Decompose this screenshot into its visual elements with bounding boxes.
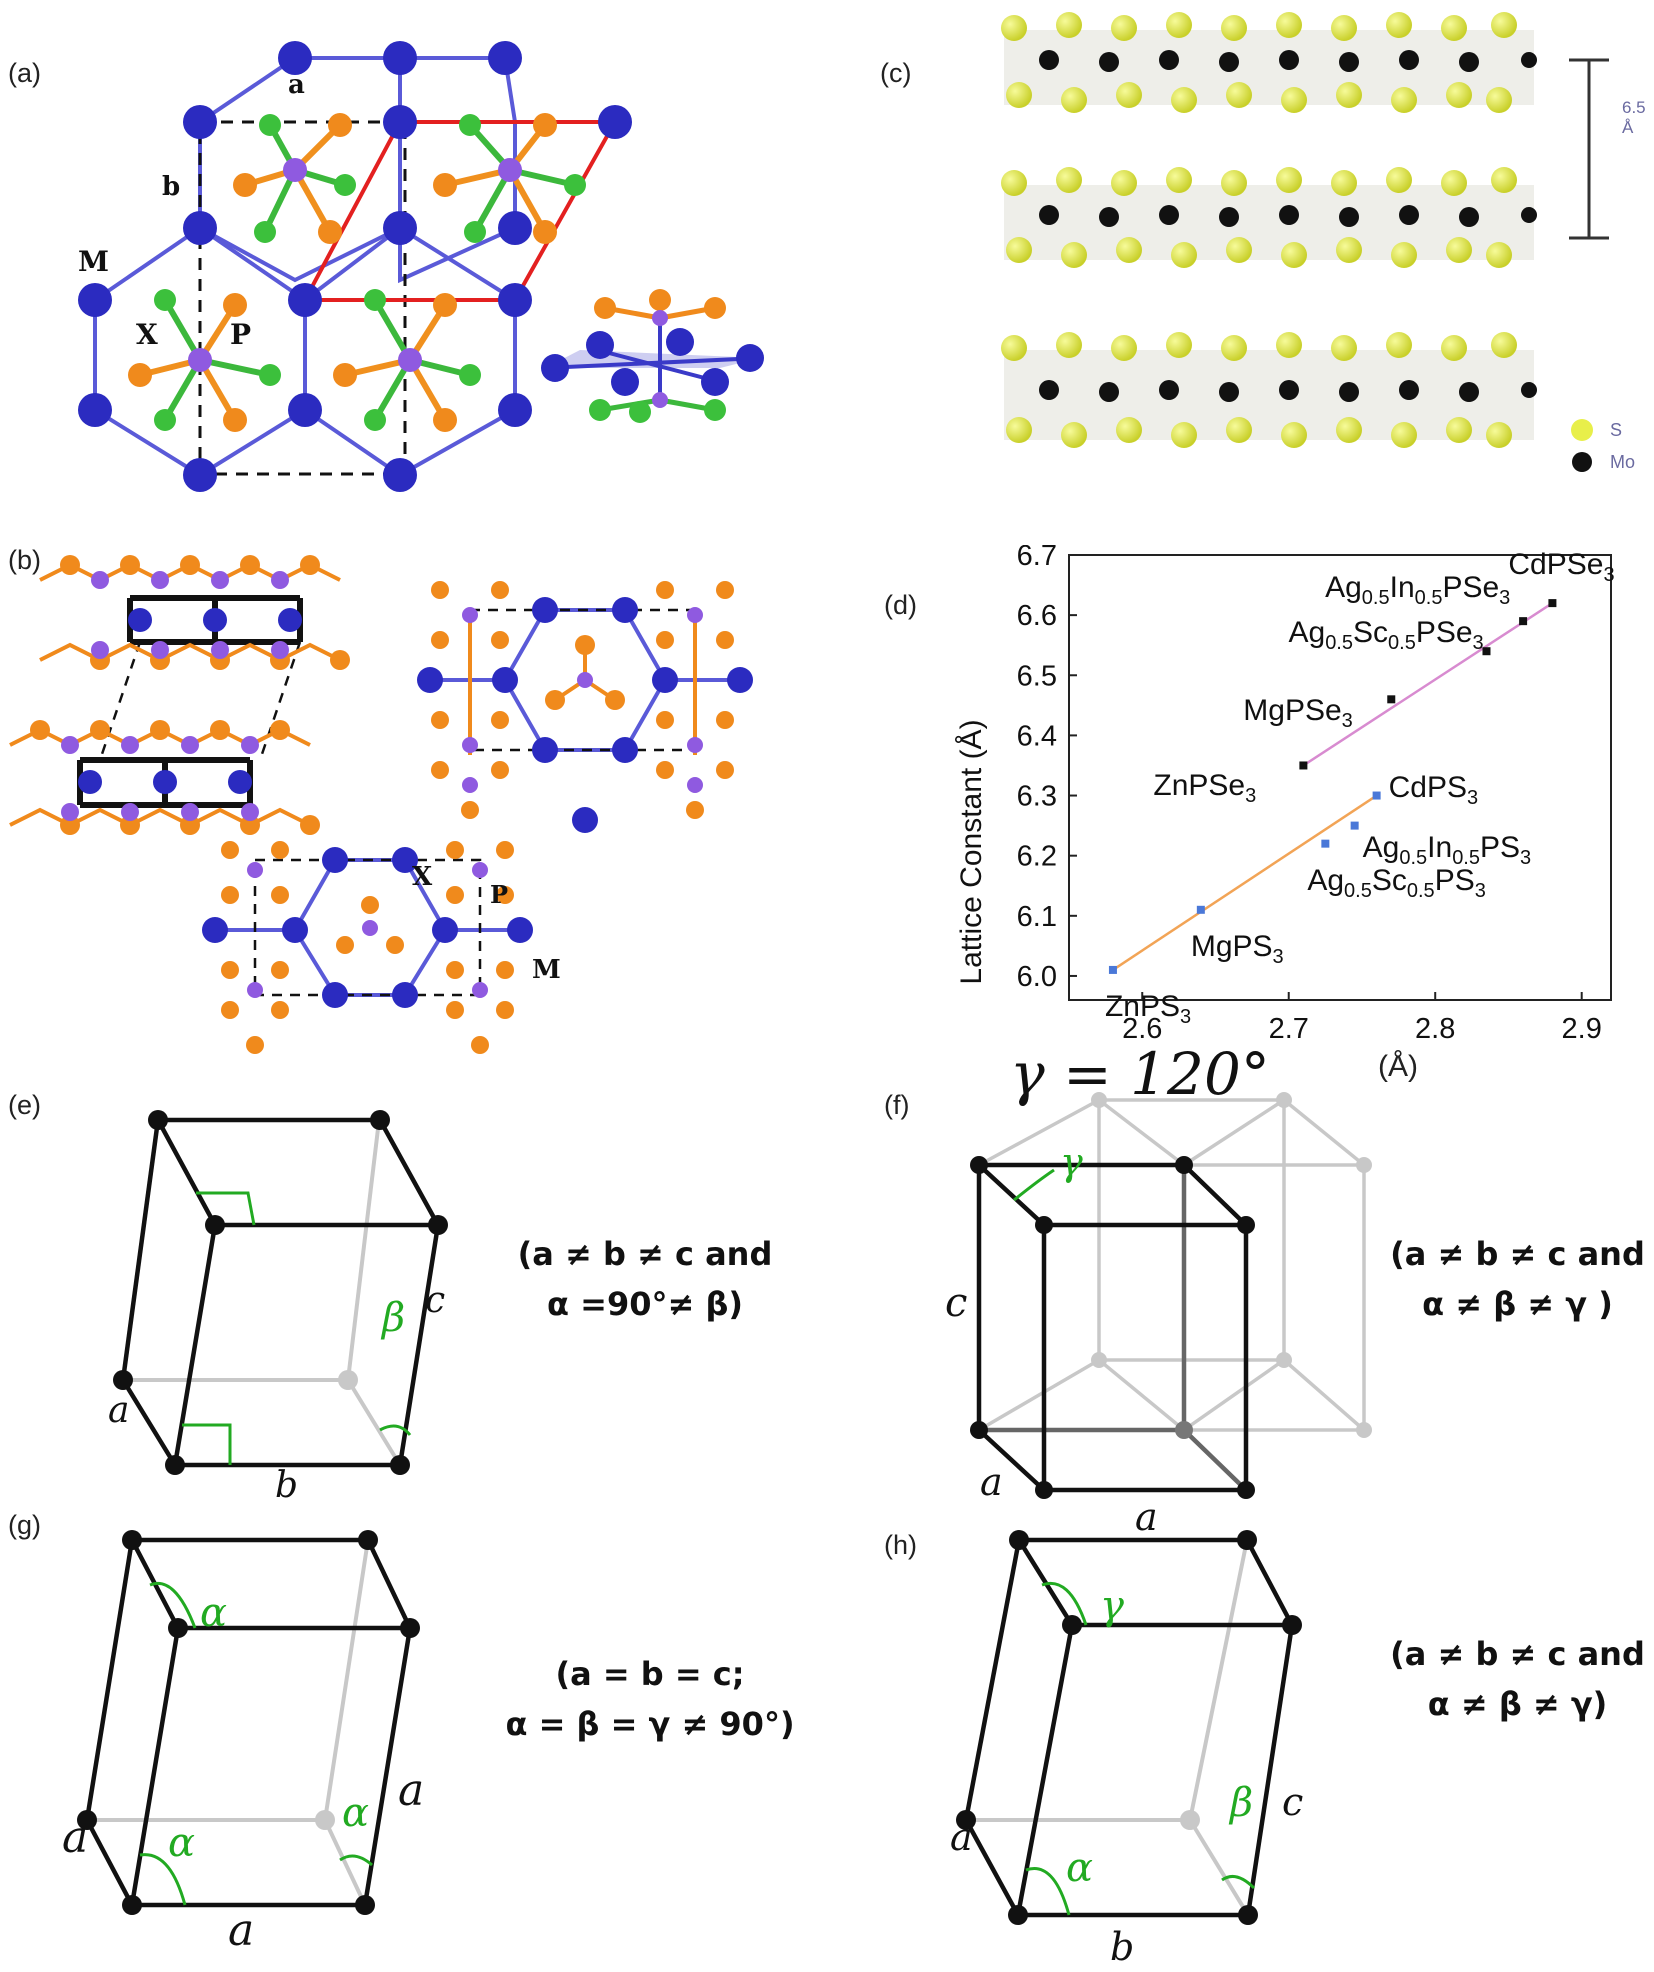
y-tick-label-5: 6.5 [1017,660,1057,692]
g-edge-a2: a [228,1905,255,1956]
y-tick-label-6: 6.6 [1017,600,1057,632]
annotation-Ag0.5In0.5PSe3: Ag0.5In0.5PSe3 [1325,571,1511,610]
panel-label-g: (g) [8,1510,41,1540]
panel-c-structure [1001,12,1609,472]
f-caption: (a ≠ b ≠ c and α ≠ β ≠ γ ) [1385,1230,1650,1329]
annotation-Ag0.5In0.5PS3: Ag0.5In0.5PS3 [1362,830,1532,869]
annotation-CdPSe3: CdPSe3 [1508,548,1615,587]
label-atom-x: X [136,318,158,351]
data-point-Ag0.5Sc0.5PSe3 [1482,647,1491,656]
h-angle-alpha: α [1066,1845,1094,1891]
panel-g-cell [77,1530,420,1915]
chart-frame [1068,554,1612,1001]
series-0-fit-line [1302,602,1554,767]
panel-label-d: (d) [884,590,917,620]
g-caption: (a = b = c; α = β = γ ≠ 90°) [470,1650,830,1749]
panel-e-cell [113,1110,448,1475]
f-edge-a1: a [980,1460,1003,1504]
data-point-Ag0.5In0.5PSe3 [1519,617,1528,626]
x-tick-label-2: 2.8 [1415,1013,1455,1045]
e-edge-b: b [275,1465,299,1506]
chart-ylabel-wrap: Lattice Constant (Å) [952,700,992,1000]
data-point-CdPS3 [1372,791,1381,800]
g-caption-line1: (a = b = c; [555,1655,745,1693]
label-atom-p: P [230,318,252,351]
panel-label-a: (a) [8,58,41,88]
e-caption: (a ≠ b ≠ c and α =90°≠ β) [495,1230,795,1329]
y-tick-label-0: 6.0 [1017,961,1057,993]
y-tick-label-3: 6.3 [1017,781,1057,813]
chart-xlabel: (Å) [1378,1050,1418,1083]
data-point-Ag0.5Sc0.5PS3 [1321,839,1330,848]
annotation-ZnPSe3: ZnPSe3 [1153,769,1257,808]
panel-label-c: (c) [880,58,912,88]
label-vec-b: b [162,172,181,202]
data-point-CdPSe3 [1548,599,1557,608]
f-angle-gamma: γ [1060,1140,1083,1184]
g-angle-alpha1: α [200,1590,228,1636]
panel-b-structure [9,555,753,1054]
label-c-spacing: 6.5 Å [1622,98,1646,137]
y-tick-label-2: 6.2 [1017,841,1057,873]
data-point-ZnPSe3 [1299,761,1308,770]
e-edge-a: a [108,1390,130,1431]
h-angle-beta: β [1230,1780,1254,1826]
panel-label-f: (f) [884,1090,910,1120]
label-b-atom-m: M [532,955,561,985]
legend-c-s-label: S [1610,420,1623,440]
g-edge-a3: a [398,1765,425,1816]
panel-f-cell [970,1092,1372,1499]
label-b-atom-p: P [490,880,509,909]
label-atom-m: M [78,245,109,278]
g-angle-alpha2: α [168,1820,196,1866]
chart-ylabel: Lattice Constant (Å) [955,719,988,985]
e-angle-beta: β [382,1295,406,1341]
series-1-fit-line [1112,794,1378,971]
y-tick-label-7: 6.7 [1017,545,1057,572]
y-tick-label-1: 6.1 [1017,901,1057,933]
g-caption-line2: α = β = γ ≠ 90°) [505,1704,795,1743]
annotation-Ag0.5Sc0.5PS3: Ag0.5Sc0.5PS3 [1307,863,1486,902]
panel-label-h: (h) [884,1530,917,1560]
x-tick-label-3: 2.9 [1562,1013,1602,1045]
panel-label-b: (b) [8,545,41,575]
annotation-CdPS3: CdPS3 [1388,770,1479,809]
e-caption-line2: α =90°≠ β) [547,1284,743,1323]
data-point-MgPS3 [1196,905,1205,914]
annotation-MgPSe3: MgPSe3 [1243,694,1353,733]
data-point-Ag0.5In0.5PS3 [1350,821,1359,830]
g-angle-alpha3: α [342,1790,370,1836]
panel-h-cell [956,1530,1302,1925]
panel-label-e: (e) [8,1090,41,1120]
label-b-atom-x: X [412,862,433,892]
e-caption-line1: (a ≠ b ≠ c and [517,1235,773,1273]
label-vec-a: a [288,70,305,100]
x-tick-label-0: 2.6 [1122,1013,1162,1045]
y-tick-label-4: 6.4 [1017,720,1057,752]
h-edge-b: b [1110,1925,1135,1969]
f-edge-a2: a [1135,1495,1158,1539]
f-title: γ = 120° [1010,1040,1270,1108]
data-point-ZnPS3 [1108,965,1117,974]
panel-d-chart: 6.0 6.1 6.2 6.3 6.4 6.5 6.6 6.7 2.6 2.7 2.8 2.9 [1017,545,1612,1045]
f-caption-line1: (a ≠ b ≠ c and [1390,1235,1645,1273]
annotation-ZnPS3: ZnPS3 [1104,989,1192,1028]
annotation-Ag0.5Sc0.5PSe3: Ag0.5Sc0.5PSe3 [1288,616,1484,655]
e-edge-c: c [425,1280,446,1321]
f-caption-line2: α ≠ β ≠ γ ) [1422,1284,1613,1323]
annotation-MgPS3: MgPS3 [1190,929,1284,968]
h-caption-line1: (a ≠ b ≠ c and [1390,1635,1645,1673]
panel-a-structure [78,41,764,492]
h-caption-line2: α ≠ β ≠ γ) [1427,1684,1608,1723]
x-tick-label-1: 2.7 [1269,1013,1309,1045]
h-edge-a: a [950,1815,973,1859]
h-edge-c: c [1282,1780,1304,1824]
h-angle-gamma: γ [1100,1583,1124,1629]
g-edge-a1: a [62,1812,89,1863]
legend-c-mo-label: Mo [1610,452,1636,472]
f-edge-c: c [945,1280,968,1326]
data-point-MgPSe3 [1387,695,1396,704]
h-caption: (a ≠ b ≠ c and α ≠ β ≠ γ) [1385,1630,1650,1729]
